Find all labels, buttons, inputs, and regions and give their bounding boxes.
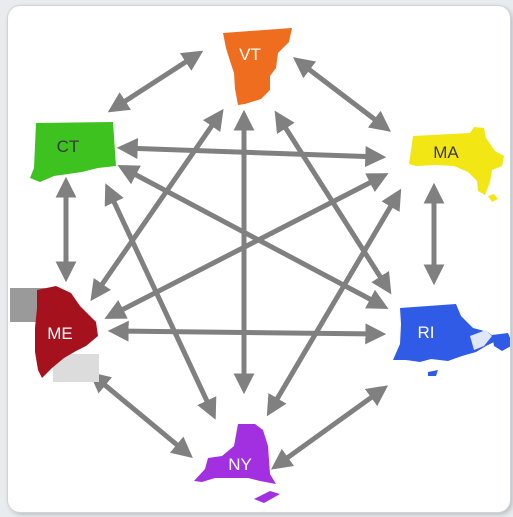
node-ma: MA bbox=[409, 127, 504, 202]
label-me: ME bbox=[47, 324, 73, 343]
long-island-shape bbox=[254, 491, 280, 503]
label-ma: MA bbox=[433, 143, 459, 162]
label-ct: CT bbox=[57, 137, 80, 156]
rhode-island-block-island bbox=[428, 370, 438, 376]
edge-ma-ny bbox=[266, 188, 402, 417]
label-ri: RI bbox=[418, 323, 435, 342]
state-graph-diagram: VT MA RI NY bbox=[10, 28, 510, 503]
diagram-frame: VT MA RI NY bbox=[8, 6, 510, 512]
rhode-island-shape bbox=[393, 304, 498, 362]
edges bbox=[55, 50, 445, 470]
rhode-island-coast bbox=[470, 330, 492, 350]
edge-ri-ny bbox=[270, 385, 389, 470]
node-vt: VT bbox=[223, 28, 292, 105]
edge-ny-me bbox=[89, 371, 193, 459]
connecticut-shape bbox=[30, 122, 116, 182]
node-ny: NY bbox=[194, 424, 280, 503]
edge-vt-ct bbox=[107, 50, 204, 113]
massachusetts-shape bbox=[409, 127, 504, 195]
label-vt: VT bbox=[239, 45, 261, 64]
label-ny: NY bbox=[228, 455, 252, 474]
node-me: ME bbox=[10, 286, 99, 382]
node-ct: CT bbox=[30, 122, 116, 182]
edge-ct-ma bbox=[116, 138, 387, 167]
edge-me-ri bbox=[107, 320, 387, 345]
edge-ct-ny bbox=[104, 183, 217, 420]
rhode-island-island bbox=[492, 333, 510, 351]
states: VT MA RI NY bbox=[10, 28, 510, 503]
node-ri: RI bbox=[393, 304, 510, 376]
vermont-shape bbox=[223, 28, 292, 105]
edge-vt-ma bbox=[292, 57, 392, 132]
massachusetts-island bbox=[488, 194, 498, 202]
maine-shape bbox=[35, 286, 98, 378]
new-york-shape bbox=[194, 424, 276, 484]
